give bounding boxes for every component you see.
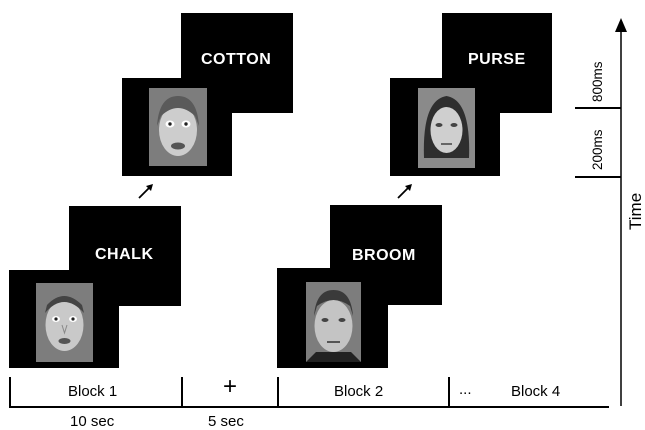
face-image-neutral-woman: [418, 88, 475, 168]
face-panel-3: [277, 268, 388, 368]
time-segment-800ms: 800ms: [590, 61, 605, 102]
word-chalk: CHALK: [95, 246, 154, 263]
arrow-up-right-icon: [136, 182, 156, 200]
face-panel-2: [122, 78, 232, 176]
time-segment-200ms: 200ms: [590, 129, 605, 170]
face-image-fearful-man: [36, 283, 93, 362]
duration-rest: 5 sec: [208, 413, 244, 430]
arrow-up-right-icon: [395, 182, 415, 200]
time-axis-label: Time: [626, 192, 645, 230]
ellipsis-label: ...: [459, 381, 472, 398]
timeline-divider: [9, 377, 11, 407]
word-purse: PURSE: [468, 51, 526, 68]
face-panel-1: [9, 270, 119, 368]
fixation-cross: +: [223, 373, 238, 400]
block-1-label: Block 1: [68, 383, 118, 400]
duration-block: 10 sec: [70, 413, 115, 430]
timeline-baseline: [9, 406, 609, 408]
timeline-divider: [181, 377, 183, 407]
time-arrow-icon: [612, 16, 630, 410]
face-panel-4: [390, 78, 500, 176]
face-image-neutral-man: [306, 282, 361, 362]
timeline-divider: [448, 377, 450, 407]
word-broom: BROOM: [352, 247, 416, 264]
word-cotton: COTTON: [201, 51, 272, 68]
block-4-label: Block 4: [511, 383, 561, 400]
time-tick: [575, 107, 621, 109]
face-image-fearful-woman: [149, 88, 207, 166]
block-2-label: Block 2: [334, 383, 384, 400]
time-tick: [575, 176, 621, 178]
timeline-divider: [277, 377, 279, 407]
